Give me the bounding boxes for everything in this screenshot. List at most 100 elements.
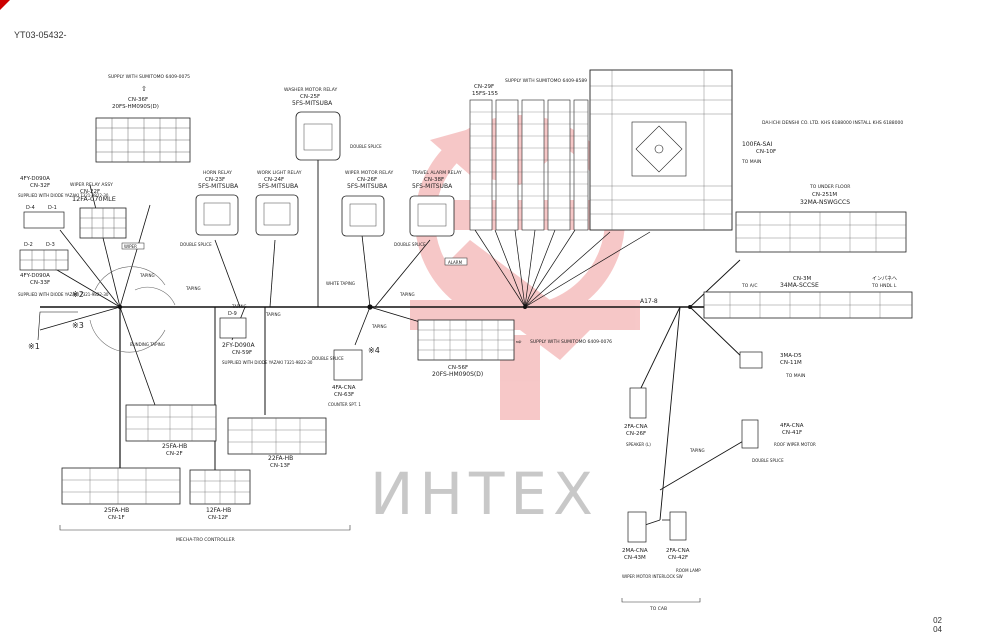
connector-cn59f: D-9 2FY-D090A CN-59F SUPPLIED WITH DIODE… — [219, 311, 313, 365]
cn22f-note: SUPPLIED WITH DIODE YAZAKI 7321-9822-30 — [18, 193, 109, 198]
marker-4: ※4 — [368, 346, 380, 355]
connector-cn25f: WASHER MOTOR RELAY CN-25F 5FS-MITSUBA DO… — [284, 87, 382, 161]
controller-bracket — [59, 525, 351, 531]
to-main-1: TO MAIN — [741, 159, 761, 165]
connector-cn32f: 4FY-D090A CN-32F — [20, 176, 50, 189]
cn2f-type: 25FA-HB — [162, 443, 187, 450]
alarm-tag: ALARM — [448, 260, 463, 265]
room-lamp-label: ROOM LAMP — [676, 568, 701, 573]
page-number: 02 04 — [933, 616, 942, 634]
cn24f-title: WORK LIGHT RELAY — [257, 170, 302, 176]
cn23f-type: 5FS-MITSUBA — [198, 183, 239, 190]
harness-trunk — [39, 160, 746, 531]
cn41f-name: CN-41F — [782, 430, 802, 436]
cn26f2-name: CN-26F — [626, 431, 646, 437]
marker-2: ※2 — [72, 290, 84, 299]
splice-points — [117, 304, 692, 310]
cn25f-title: WASHER MOTOR RELAY — [284, 87, 338, 93]
cn42f-name: CN-42F — [668, 555, 688, 561]
taping-label-4: TAPING — [399, 292, 415, 297]
cn56f-type: 20FS-HM090S(D) — [432, 371, 483, 378]
connector-cn43m: 2MA-CNA CN-43M WIPER MOTOR INTERLOCK SW — [622, 511, 683, 579]
diode-d2: D-2 — [24, 242, 33, 248]
connector-cn22f: SUPPLIED WITH DIODE YAZAKI 7321-9822-30 … — [18, 182, 145, 250]
connector-cn2f: 25FA-HB CN-2F — [125, 404, 217, 457]
cn10f-name: CN-10F — [756, 149, 776, 155]
cn1f-type: 25FA-HB — [104, 507, 129, 514]
cn59f-diode: D-9 — [228, 311, 237, 317]
taping-label-6: TAPING — [689, 448, 705, 453]
cn24f-type: 5FS-MITSUBA — [258, 183, 299, 190]
connector-cn33f: 4FY-D090A CN-33F SUPPLIED WITH DIODE YAZ… — [18, 273, 109, 297]
cn26f2-type: 2FA-CNA — [624, 424, 648, 430]
marker-1: ※1 — [28, 342, 40, 351]
taping-arcs — [89, 266, 176, 353]
cn43m-type: 2MA-CNA — [622, 548, 648, 554]
to-ac-label: TO A/C — [741, 283, 757, 289]
diode-block: D-4 D-1 D-2 D-3 — [19, 205, 69, 271]
cn36f-note: SUPPLY WITH SUMITOMO 6409-0075 — [108, 74, 190, 80]
cn1f-name: CN-1F — [108, 515, 125, 521]
cn22f-type: 12FA-070MLE — [72, 195, 116, 203]
document-id: YT03-05432- — [14, 30, 67, 40]
cn22f-name: CN-22F — [80, 189, 100, 195]
cn12f-type: 12FA-HB — [206, 507, 231, 514]
cn29f-type: 15FS-155 — [472, 91, 499, 97]
cn3m-name: CN-3M — [793, 276, 811, 282]
cn23f-name: CN-23F — [205, 177, 225, 183]
cn56f-name: CN-56F — [448, 365, 468, 371]
to-hndl-label: TO HNDL L — [871, 283, 897, 289]
cn59f-name: CN-59F — [232, 350, 252, 356]
cn23f-title: HORN RELAY — [203, 170, 232, 176]
cn10f-note: DAI-ICHI DENSHI CO. LTD. KHS 6188000 INS… — [762, 120, 903, 126]
diode-d1: D-1 — [48, 205, 57, 211]
connector-cn36f: SUPPLY WITH SUMITOMO 6409-0075 ⇧ CN-36F … — [95, 74, 191, 163]
connector-cn56f: ⇨ SUPPLY WITH SUMITOMO 6409-0076 CN-56F … — [417, 319, 612, 378]
cn41f-type: 4FA-CNA — [780, 423, 804, 429]
cn32f-name: CN-32F — [30, 183, 50, 189]
cn59f-type: 2FY-D090A — [222, 342, 255, 349]
cn33f-type: 4FY-D090A — [20, 273, 50, 279]
connector-cn11m: 3MA-D5 CN-11M TO MAIN — [739, 351, 805, 379]
marker-3: ※3 — [72, 321, 84, 330]
cn10f-type: 100FA-SAI — [742, 141, 773, 148]
controller-label: MECHA-TRO CONTROLLER — [176, 537, 235, 543]
to-cab-label: TO CAB — [649, 606, 667, 612]
wiper-interlock-label: WIPER MOTOR INTERLOCK SW — [622, 574, 683, 579]
cn251m-title: TO UNDER FLOOR — [809, 184, 850, 190]
cn32f-type: 4FY-D090A — [20, 176, 50, 182]
connector-cn26f-speaker: 2FA-CNA CN-26F SPEAKER (L) — [624, 387, 651, 447]
connector-cn251m: TO UNDER FLOOR CN-251M 32MA-NSWGCCS — [735, 184, 907, 253]
cn12f-name: CN-12F — [208, 515, 228, 521]
cn25f-name: CN-25F — [300, 94, 320, 100]
connector-cn42f: 2FA-CNA CN-42F ROOM LAMP — [666, 511, 701, 573]
cn29f-note: SUPPLY WITH SUMITOMO 6409-8589 — [505, 78, 587, 84]
connector-cn63f: DOUBLE SPLICE 4FA-CNA CN-63F COUNTER SPT… — [312, 349, 363, 407]
page-number-bottom: 04 — [933, 625, 942, 634]
marker-1-lead — [37, 311, 78, 341]
connector-cn29f: SUPPLY WITH SUMITOMO 6409-8589 CN-29F 15… — [469, 78, 589, 231]
corner-mark — [0, 0, 10, 10]
cn33f-note: SUPPLIED WITH DIODE YAZAKI 7321-9822-30 — [18, 292, 109, 297]
connector-cn23f: HORN RELAY CN-23F 5FS-MITSUBA — [195, 170, 239, 236]
cn38f-title: TRAVEL ALARM RELAY — [411, 170, 462, 176]
cn11m-type: 3MA-D5 — [780, 353, 802, 359]
wiper-tag: WIPER — [124, 244, 137, 249]
counter-spt-label: COUNTER SPT. 1 — [328, 402, 361, 407]
cn26f-type: 5FS-MITSUBA — [347, 183, 388, 190]
double-splice-1: DOUBLE SPLICE — [350, 144, 382, 149]
cn3m-type: 34MA-SCCSE — [780, 282, 819, 289]
cn24f-name: CN-24F — [264, 177, 284, 183]
cn56f-note: SUPPLY WITH SUMITOMO 6409-0076 — [530, 339, 612, 345]
connector-cn24f: WORK LIGHT RELAY CN-24F 5FS-MITSUBA — [255, 170, 302, 236]
diode-d3: D-3 — [46, 242, 55, 248]
connector-cn12f: 12FA-HB CN-12F — [189, 469, 251, 521]
roof-wiper-label: ROOF WIPER MOTOR — [774, 442, 816, 447]
cn13f-name: CN-13F — [270, 463, 290, 469]
double-splice-2: DOUBLE SPLICE — [394, 242, 426, 247]
taping-label-2: TAPING — [185, 286, 201, 291]
cn56f-arrow: ⇨ — [516, 338, 522, 346]
cn29f-name: CN-29F — [474, 84, 494, 90]
cn36f-arrow: ⇧ — [141, 85, 147, 93]
